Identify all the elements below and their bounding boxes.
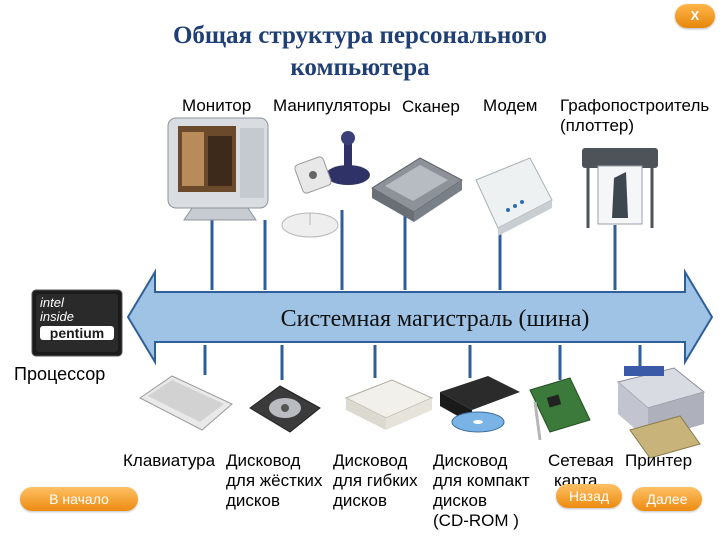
label-hdd: Дисковод для жёстких дисков xyxy=(226,451,322,511)
back-button[interactable]: Назад xyxy=(556,484,622,508)
label-modem: Модем xyxy=(483,96,538,115)
label-keyboard-line-1: Клавиатура xyxy=(123,451,216,470)
label-monitor: Монитор xyxy=(182,96,252,115)
label-keyboard: Клавиатура xyxy=(123,451,215,471)
gamepad-image xyxy=(294,156,332,194)
joystick-image xyxy=(326,131,370,185)
label-hdd-line-1: Дисковод xyxy=(226,451,301,470)
label-cdrom-line-2: для компакт xyxy=(433,471,530,490)
label-cdrom-line-4: (CD-ROM ) xyxy=(433,511,519,530)
system-bus-label: Системная магистраль (шина) xyxy=(280,306,590,332)
bottom-connectors xyxy=(203,345,642,380)
page-title-line-1: Общая структура персонального xyxy=(172,22,548,49)
printer-image xyxy=(616,366,706,459)
home-button[interactable]: В начало xyxy=(20,487,138,511)
label-manipulators: Манипуляторы xyxy=(273,96,391,115)
keyboard-image xyxy=(139,375,233,431)
page-title: Общая структура персонального компьютера xyxy=(150,20,570,84)
scanner-image xyxy=(371,157,463,222)
label-hdd-line-2: для жёстких xyxy=(226,471,323,490)
monitor-image xyxy=(167,117,269,221)
hdd-image xyxy=(249,385,321,433)
system-bus-arrow xyxy=(126,268,714,366)
label-fdd: Дисковод для гибких дисков xyxy=(333,451,418,511)
processor-logo: intel inside pentium xyxy=(40,296,114,340)
network-card-image xyxy=(529,377,591,441)
cdrom-image xyxy=(440,376,520,433)
label-printer-line-1: Принтер xyxy=(625,451,693,470)
label-processor: Процессор xyxy=(14,364,106,384)
modem-image xyxy=(475,157,553,236)
label-hdd-line-3: дисков xyxy=(226,491,281,510)
label-fdd-line-2: для гибких xyxy=(333,471,418,490)
processor-logo-brand: pentium xyxy=(40,326,114,340)
processor-logo-line-2: inside xyxy=(40,309,74,324)
label-printer: Принтер xyxy=(625,451,692,471)
label-fdd-line-1: Дисковод xyxy=(333,451,408,470)
label-cdrom: Дисковод для компакт дисков (CD-ROM ) xyxy=(433,451,530,531)
label-scanner: Сканер xyxy=(402,97,460,116)
next-button[interactable]: Далее xyxy=(632,487,702,511)
plotter-image xyxy=(582,148,658,228)
label-plotter-line-1: Графопостроитель xyxy=(560,96,710,115)
label-plotter: Графопостроитель (плоттер) xyxy=(560,96,718,136)
close-button[interactable]: X xyxy=(675,4,715,28)
label-cdrom-line-3: дисков xyxy=(433,491,488,510)
mouse-image xyxy=(281,212,339,238)
processor-logo-line-1: intel xyxy=(40,295,64,310)
label-fdd-line-3: дисков xyxy=(333,491,388,510)
page-title-line-2: компьютера xyxy=(290,54,430,81)
label-network-card-line-1: Сетевая xyxy=(548,451,614,470)
label-cdrom-line-1: Дисковод xyxy=(433,451,508,470)
floppy-drive-image xyxy=(344,379,434,430)
top-connectors xyxy=(210,210,617,290)
label-plotter-line-2: (плоттер) xyxy=(560,116,635,135)
